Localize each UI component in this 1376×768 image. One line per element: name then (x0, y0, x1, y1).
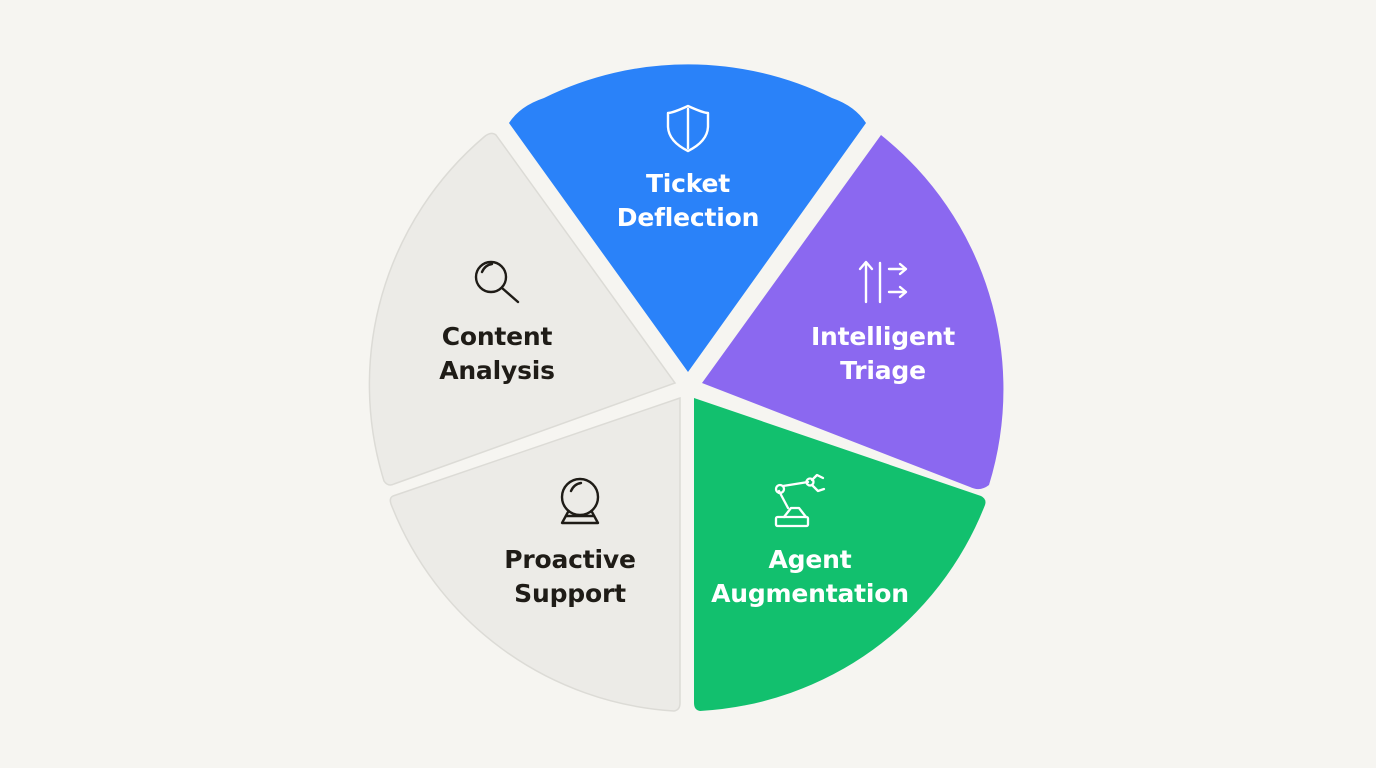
segment-intelligent-triage: Intelligent Triage (702, 135, 1004, 490)
segment-label-line1: Intelligent (811, 322, 955, 351)
segment-content-analysis: Content Analysis (368, 132, 677, 486)
shield-icon (666, 104, 710, 153)
segment-shape (368, 132, 677, 486)
segment-label-line2: Augmentation (711, 579, 909, 608)
segment-proactive-support: Proactive Support (389, 396, 681, 712)
segment-label-line2: Support (514, 579, 626, 608)
segment-label-line2: Triage (840, 356, 926, 385)
segment-shape (694, 398, 986, 711)
segment-label-line1: Proactive (504, 545, 636, 574)
robotic-arm-icon (774, 473, 826, 528)
crystal-ball-icon (560, 477, 600, 525)
segment-label-line2: Analysis (439, 356, 555, 385)
segment-shape (389, 396, 681, 712)
segment-label-line1: Agent (769, 545, 852, 574)
segment-agent-augmentation: Agent Augmentation (694, 398, 986, 711)
segment-shape (702, 135, 1004, 490)
segment-label-line1: Ticket (646, 169, 730, 198)
segment-shape (509, 64, 866, 373)
magnifier-icon (474, 260, 520, 304)
segment-ticket-deflection: Ticket Deflection (509, 64, 866, 373)
segment-label-line2: Deflection (617, 203, 759, 232)
segment-label-line1: Content (442, 322, 553, 351)
routing-arrows-icon (858, 260, 908, 304)
